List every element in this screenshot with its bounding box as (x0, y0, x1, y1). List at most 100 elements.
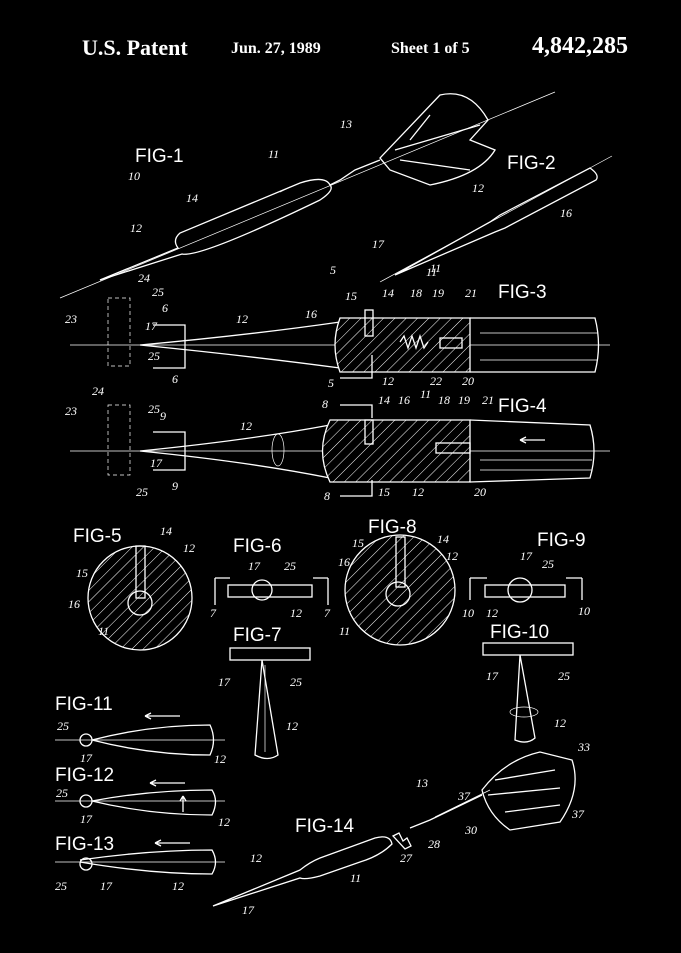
fig6-drawing (214, 577, 329, 605)
patent-date: Jun. 27, 1989 (231, 40, 321, 57)
ref-9b-fig4: 9 (172, 479, 178, 493)
sheet-number: Sheet 1 of 5 (391, 40, 470, 57)
ref-11-fig5: 11 (98, 624, 109, 638)
ref-12b-fig4: 12 (412, 485, 424, 499)
ref-8-fig4: 8 (322, 397, 328, 411)
ref-5-fig3: 5 (330, 263, 336, 277)
fig9-label: FIG-9 (537, 530, 586, 551)
ref-17-fig14: 17 (242, 903, 255, 917)
ref-17-fig2: 17 (372, 237, 385, 251)
ref-30-fig14: 30 (464, 823, 477, 837)
ref-17-fig3: 17 (145, 319, 158, 333)
ref-21-fig3: 21 (465, 286, 477, 300)
ref-12-fig14: 12 (250, 851, 262, 865)
fig13-drawing (55, 839, 225, 875)
fig1-drawing (59, 91, 556, 299)
ref-17-fig6: 17 (248, 559, 261, 573)
ref-15-fig8: 15 (352, 536, 364, 550)
ref-11-fig8: 11 (339, 624, 350, 638)
ref-10b-fig9: 10 (578, 604, 590, 618)
ref-20-fig4: 20 (474, 485, 486, 499)
fig3-label: FIG-3 (498, 282, 547, 303)
fig5-drawing (87, 545, 193, 651)
ref-22-fig3: 22 (430, 374, 442, 388)
fig14-drawing (212, 751, 576, 907)
ref-12-fig4: 12 (240, 419, 252, 433)
ref-16-fig8: 16 (338, 555, 350, 569)
ref-6b-fig3: 6 (172, 372, 178, 386)
ref-18-fig3: 18 (410, 286, 422, 300)
ref-11-fig14: 11 (350, 871, 361, 885)
fig2-label: FIG-2 (507, 153, 556, 174)
ref-25-fig10: 25 (558, 669, 570, 683)
fig14-label: FIG-14 (295, 816, 355, 837)
ref-33-fig14: 33 (577, 740, 590, 754)
ref-12-fig5: 12 (183, 541, 195, 555)
ref-12-fig10: 12 (554, 716, 566, 730)
ref-25-fig11: 25 (57, 719, 69, 733)
ref-25-fig3: 25 (152, 285, 164, 299)
ref-25-fig12: 25 (56, 786, 68, 800)
ref-25-fig6: 25 (284, 559, 296, 573)
ref-17-fig9: 17 (520, 549, 533, 563)
ref-14-fig4: 14 (378, 393, 390, 407)
ref-14: 14 (186, 191, 198, 205)
fig12-label: FIG-12 (55, 765, 114, 786)
ref-10-fig9: 10 (462, 606, 474, 620)
ref-12-fig12: 12 (218, 815, 230, 829)
ref-12-fig3: 12 (236, 312, 248, 326)
ref-13: 13 (340, 117, 352, 131)
ref-12-fig11: 12 (214, 752, 226, 766)
fig1-label: FIG-1 (135, 146, 184, 167)
ref-8b-fig4: 8 (324, 489, 330, 503)
fig10-drawing (482, 642, 574, 743)
ref-16-fig3: 16 (305, 307, 317, 321)
ref-25-fig4: 25 (148, 402, 160, 416)
ref-12-fig2: 12 (472, 181, 484, 195)
ref-16-fig2: 16 (560, 206, 572, 220)
fig7-label: FIG-7 (233, 625, 282, 646)
fig7-drawing (229, 647, 311, 760)
ref-12-fig9: 12 (486, 606, 498, 620)
ref-28-fig14: 28 (428, 837, 440, 851)
ref-25-fig13: 25 (55, 879, 67, 893)
ref-25-fig9: 25 (542, 557, 554, 571)
fig10-label: FIG-10 (490, 622, 549, 643)
fig11-label: FIG-11 (55, 694, 113, 715)
fig6-label: FIG-6 (233, 536, 282, 557)
fig4-label: FIG-4 (498, 396, 547, 417)
ref-17-fig4: 17 (150, 456, 163, 470)
fig13-label: FIG-13 (55, 834, 114, 855)
ref-7-fig6: 7 (210, 606, 217, 620)
ref-5b-fig3: 5 (328, 376, 334, 390)
fig5-label: FIG-5 (73, 526, 122, 547)
ref-25b-fig3: 25 (148, 349, 160, 363)
ref-16-fig5: 16 (68, 597, 80, 611)
fig3-drawing (70, 297, 610, 379)
ref-10: 10 (128, 169, 140, 183)
fig12-drawing (55, 779, 225, 816)
ref-23-fig3: 23 (65, 312, 77, 326)
ref-14-fig3: 14 (382, 286, 394, 300)
patent-label: U.S. Patent (82, 35, 188, 60)
ref-27-fig14: 27 (400, 851, 413, 865)
ref-12-fig7: 12 (286, 719, 298, 733)
ref-12-fig6: 12 (290, 606, 302, 620)
patent-number: 4,842,285 (532, 33, 628, 59)
ref-14-fig5: 14 (160, 524, 172, 538)
ref-15-fig4: 15 (378, 485, 390, 499)
ref-11-fig2: 11 (430, 261, 441, 275)
ref-12-fig8: 12 (446, 549, 458, 563)
ref-25-fig7: 25 (290, 675, 302, 689)
ref-11: 11 (268, 147, 279, 161)
ref-18-fig4: 18 (438, 393, 450, 407)
ref-17-fig10: 17 (486, 669, 499, 683)
ref-19-fig4: 19 (458, 393, 470, 407)
ref-6-fig3: 6 (162, 301, 168, 315)
ref-13-fig14: 13 (416, 776, 428, 790)
fig8-drawing (344, 534, 456, 646)
ref-7b-fig6: 7 (324, 606, 331, 620)
ref-9-fig4: 9 (160, 409, 166, 423)
ref-17-fig11: 17 (80, 751, 93, 765)
